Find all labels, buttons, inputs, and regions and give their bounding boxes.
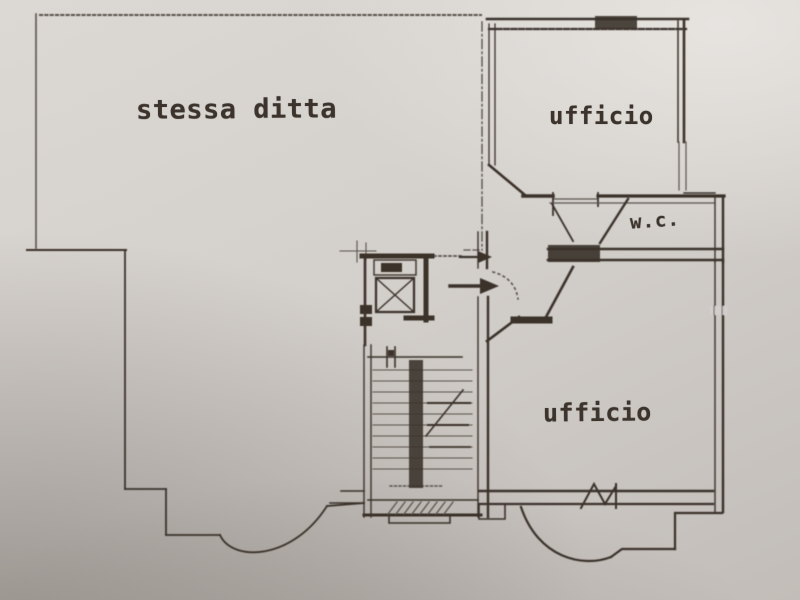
stair-direction-line <box>424 388 465 438</box>
door-leaf <box>550 202 575 243</box>
stair-landing-hatch <box>387 501 454 515</box>
room-label-stessa-ditta: stessa ditta <box>135 93 338 126</box>
wall-diagonal <box>544 265 575 319</box>
elevator-door-block <box>360 317 372 326</box>
wall-angled <box>598 197 630 245</box>
bay-edge <box>609 547 677 559</box>
bay-step-left <box>478 504 506 520</box>
wall-solid-chunk <box>548 245 600 262</box>
bay-curve-left <box>218 504 329 554</box>
elevator-door-block <box>360 305 372 314</box>
wall-diagonal <box>487 163 527 197</box>
bay-curve-right <box>519 505 613 563</box>
bay-step <box>673 511 724 551</box>
wall-joint-gap <box>710 306 727 315</box>
entry-arrow-icon <box>448 278 499 294</box>
stair-stringer <box>409 360 423 488</box>
elevator-x-mark <box>375 277 415 313</box>
staircase <box>329 344 483 524</box>
elevator-cab <box>374 276 416 314</box>
room-label-wc: w.c. <box>629 208 681 234</box>
room-label-ufficio-top: ufficio <box>549 102 654 130</box>
elevator-machine-box <box>373 259 417 276</box>
room-label-ufficio-bottom: ufficio <box>542 397 653 428</box>
room-wc-walls <box>546 194 726 264</box>
window-zigzag-symbol <box>579 481 618 510</box>
entrance-vestibule-walls <box>433 230 575 519</box>
balustrade-post <box>388 350 394 356</box>
stair-step-out <box>388 514 451 524</box>
elevator-shaft <box>359 253 435 347</box>
elevator-machine-fill <box>381 263 402 272</box>
wall-outer-right <box>710 260 727 514</box>
outer-boundary-walls <box>26 13 483 554</box>
lintel-mark <box>595 16 637 29</box>
room-ufficio-top-walls <box>485 16 716 216</box>
room-ufficio-bottom-walls <box>477 481 724 563</box>
entry-arrow-icon <box>458 251 492 263</box>
